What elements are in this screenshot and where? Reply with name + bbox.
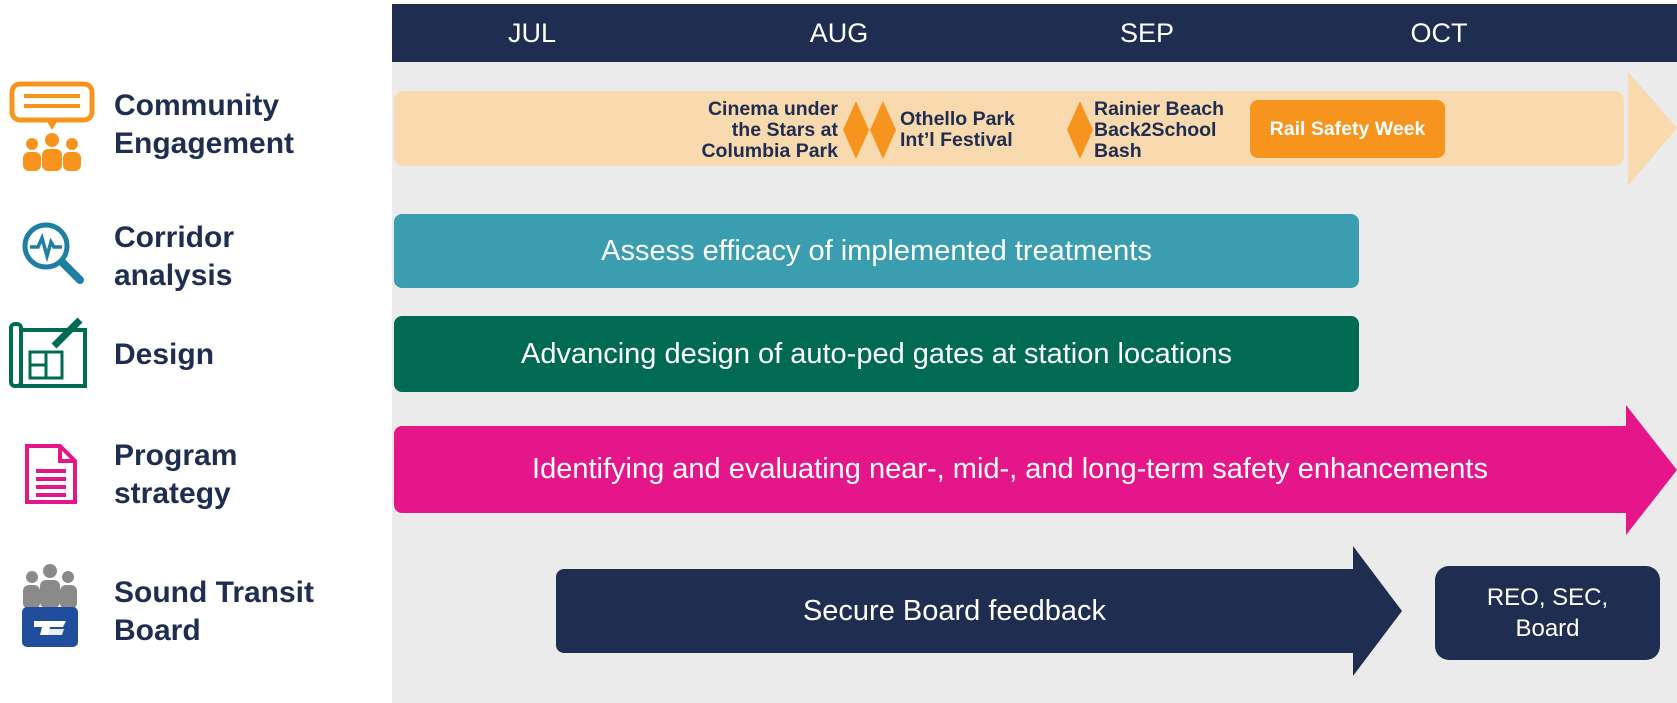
event-line: Columbia Park <box>701 140 838 162</box>
event-othello-park-festival: Othello Park Int’l Festival <box>900 109 1015 151</box>
event-rainier-beach-bash: Rainier Beach Back2School Bash <box>1094 99 1224 162</box>
event-line: Back2School <box>1094 119 1217 141</box>
row-label-board: Sound Transit Board <box>114 574 314 650</box>
document-icon <box>24 443 78 510</box>
timeline-header: JUL AUG SEP OCT <box>392 4 1677 62</box>
blueprint-pencil-icon <box>8 316 88 393</box>
month-aug: AUG <box>809 18 869 48</box>
row-label-corridor: Corridor analysis <box>114 219 234 295</box>
bar-design-advancing: Advancing design of auto-ped gates at st… <box>394 316 1359 392</box>
row-label-line: Program <box>114 439 238 472</box>
event-line: Int’l Festival <box>900 129 1013 151</box>
row-label-community: Community Engagement <box>114 87 294 163</box>
board-people-icon <box>20 563 80 654</box>
board-meeting-line: REO, SEC, <box>1486 584 1609 611</box>
event-rail-safety-week: Rail Safety Week <box>1250 100 1445 158</box>
month-oct: OCT <box>1410 18 1468 48</box>
bar-corridor-assess-efficacy: Assess efficacy of implemented treatment… <box>394 214 1359 288</box>
board-meeting-box: REO, SEC, Board <box>1435 566 1660 660</box>
row-label-design: Design <box>114 338 215 371</box>
event-diamond-marker <box>1067 101 1093 159</box>
row-label-line: Board <box>114 614 201 647</box>
event-line: Rainier Beach <box>1094 98 1225 120</box>
event-line: Othello Park <box>900 108 1015 130</box>
community-engagement-icon <box>8 80 96 177</box>
bar-program-arrow-shape <box>394 405 1677 535</box>
event-line: Bash <box>1094 140 1142 162</box>
month-sep: SEP <box>1119 18 1175 48</box>
event-diamond-markers <box>843 101 896 159</box>
event-cinema-under-the-stars: Cinema under the Stars at Columbia Park <box>678 99 838 162</box>
row-label-line: Sound Transit <box>114 576 315 609</box>
row-label-line: Corridor <box>114 221 234 254</box>
row-label-program: Program strategy <box>114 437 237 513</box>
magnifier-pulse-icon <box>18 218 88 293</box>
row-label-line: Community <box>114 89 279 122</box>
bar-program-identifying: Identifying and evaluating near-, mid-, … <box>532 453 1488 485</box>
bar-secure-board-feedback: Secure Board feedback <box>802 594 1107 627</box>
row-label-line: analysis <box>114 259 233 292</box>
community-engagement-band <box>394 72 1677 186</box>
row-label-line: strategy <box>114 477 231 510</box>
bar-board-feedback-arrow-shape <box>556 546 1402 676</box>
row-label-line: Engagement <box>114 127 295 160</box>
event-line: the Stars at <box>731 119 838 141</box>
board-meeting-line: Board <box>1515 615 1580 642</box>
event-line: Cinema under <box>707 98 838 120</box>
month-jul: JUL <box>507 18 556 48</box>
